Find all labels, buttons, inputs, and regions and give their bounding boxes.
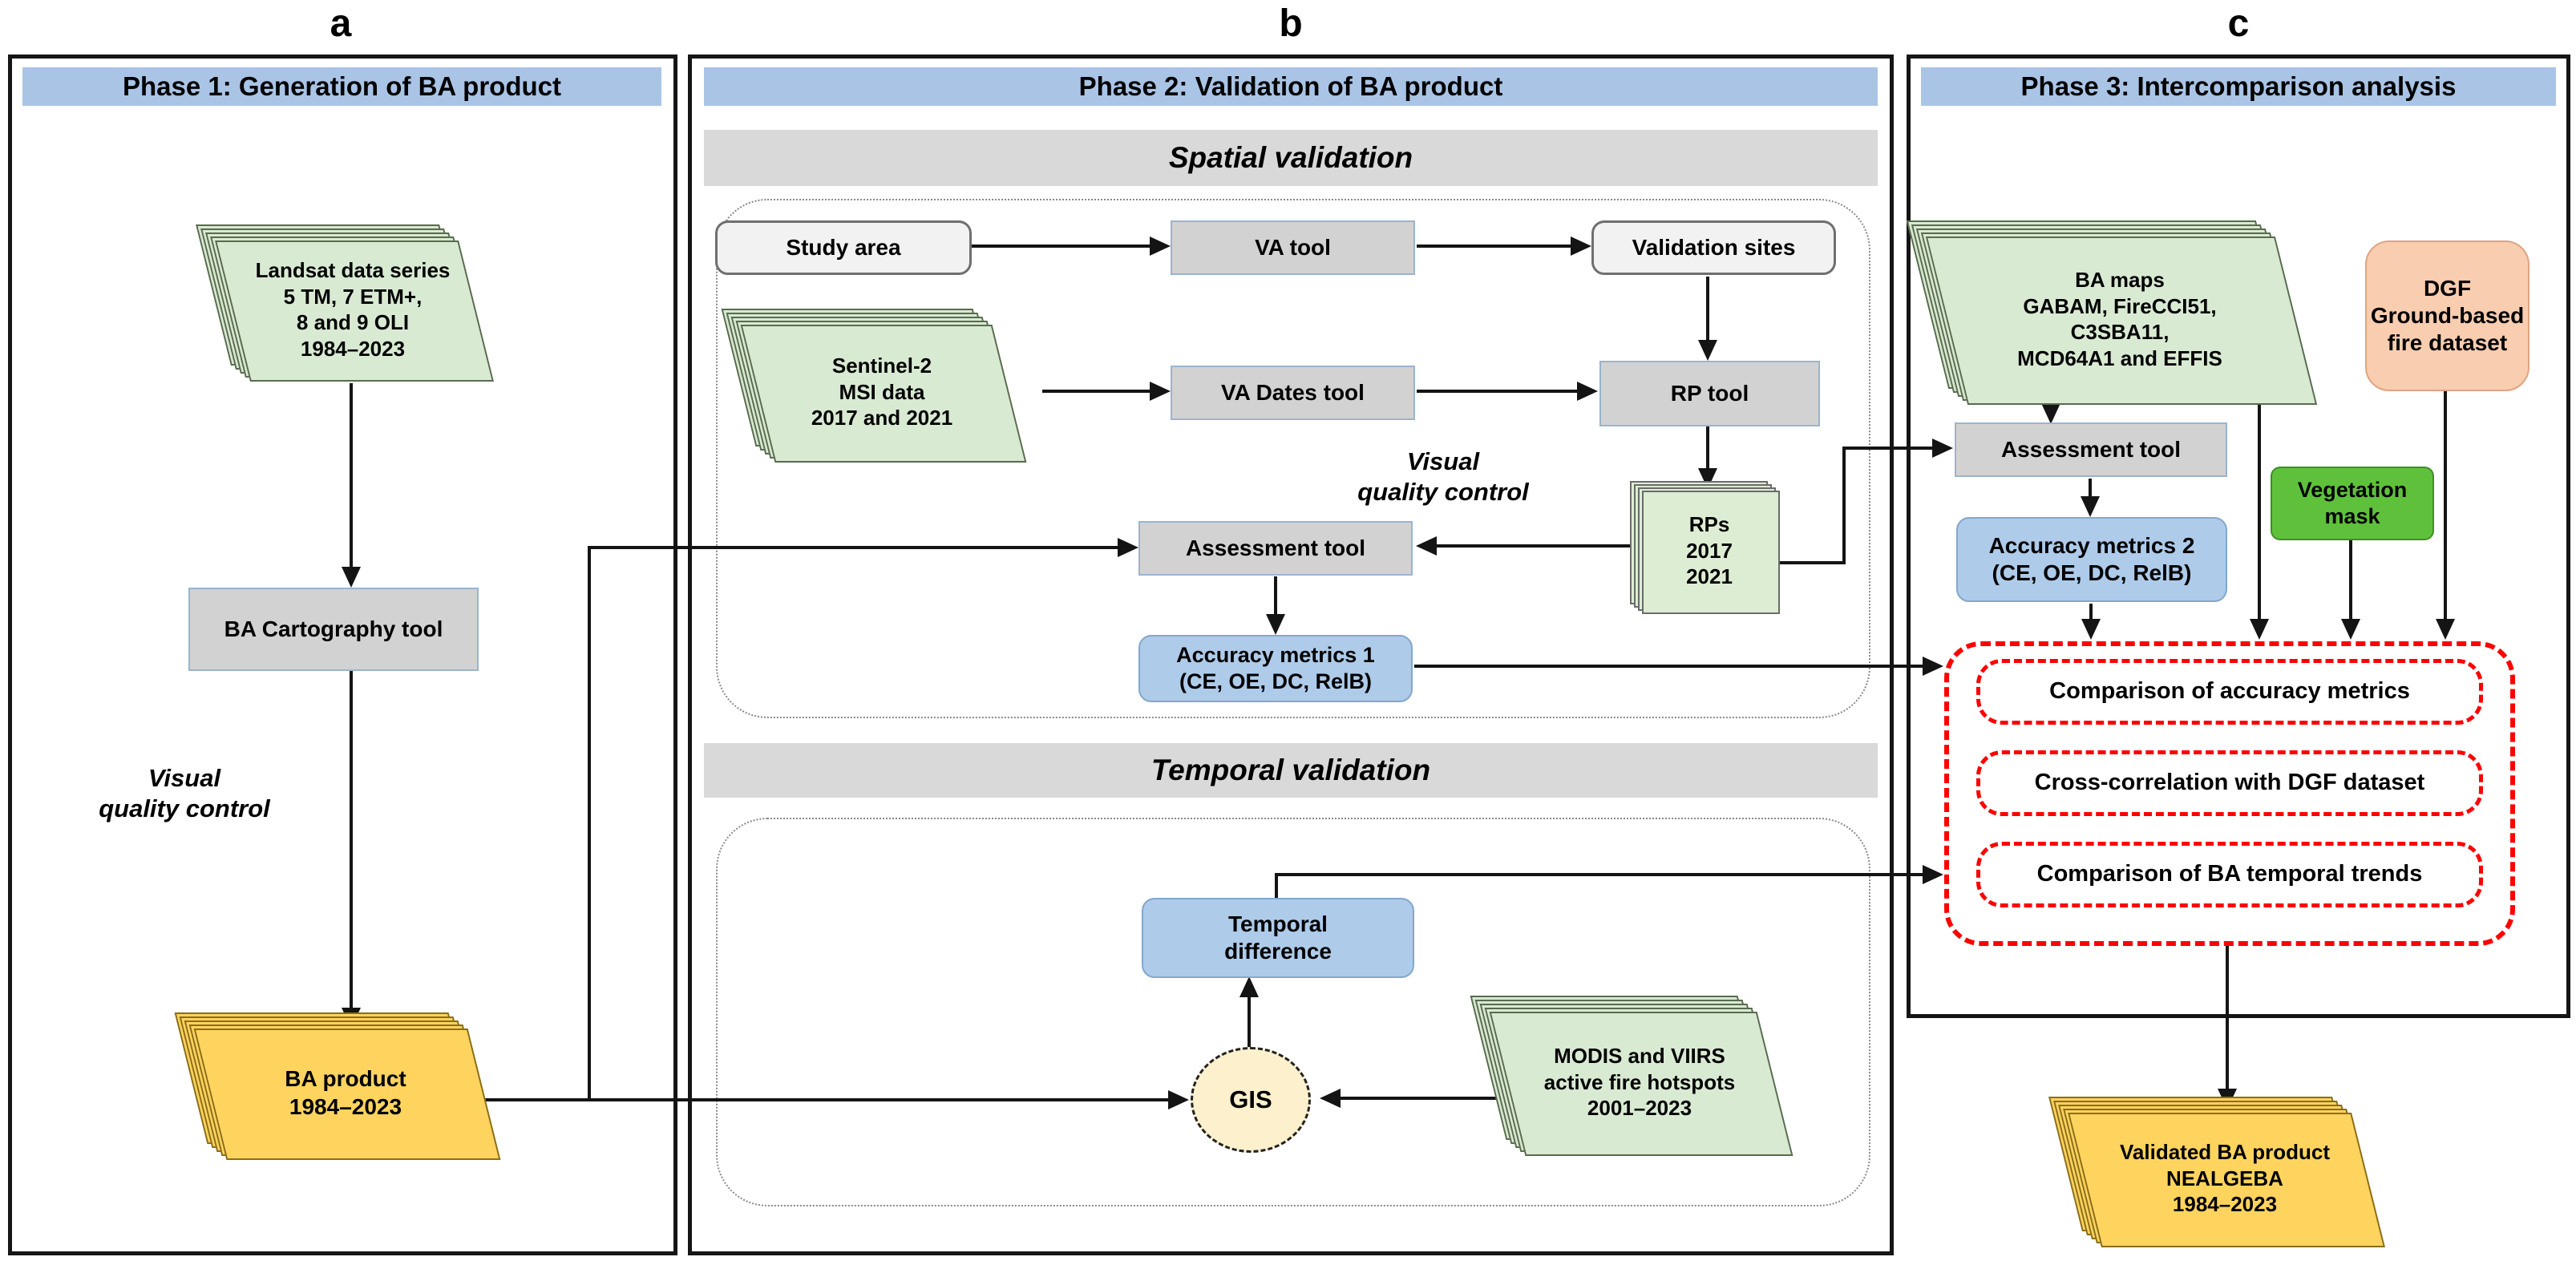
line-sentinel-to-vadates [1042, 390, 1150, 393]
arrow-into-assessment2-right [1416, 536, 1437, 556]
visual-quality-control-phase1: Visual quality control [99, 764, 270, 822]
arrow-into-accuracy1 [1266, 614, 1285, 635]
arrow-bamaps-into-redbox [2250, 619, 2269, 640]
comparison-group-box [1944, 641, 2515, 946]
phase1-header: Phase 1: Generation of BA product [22, 67, 661, 106]
line-studyarea-to-vatool [972, 245, 1150, 248]
landsat-data-label: Landsat data series 5 TM, 7 ETM+, 8 and … [255, 258, 451, 361]
line-gis-up [1248, 997, 1251, 1049]
arrow-into-vadates [1150, 382, 1171, 401]
figure-label-b: b [1279, 2, 1303, 45]
modis-stack: MODIS and VIIRS active fire hotspots 200… [1470, 996, 1793, 1156]
comparison-accuracy-metrics: Comparison of accuracy metrics [1976, 659, 2483, 725]
arrow-into-comparison-trends [1923, 865, 1943, 884]
arrow-into-tempdiff [1239, 976, 1259, 997]
line-dgf-to-redbox [2444, 391, 2447, 620]
modis-label: MODIS and VIIRS active fire hotspots 200… [1543, 1044, 1736, 1121]
line-branch-right [588, 546, 1118, 549]
phase3-header: Phase 3: Intercomparison analysis [1921, 67, 2556, 106]
rp-tool: RP tool [1599, 361, 1820, 426]
cross-correlation-dgf: Cross-correlation with DGF dataset [1976, 750, 2483, 816]
arrow-into-assessment3-left [1932, 438, 1953, 458]
line-branch-up [588, 546, 591, 1100]
arrow-into-vatool [1150, 236, 1171, 256]
arrow-cartography-to-baproduct-line [350, 671, 353, 1009]
vegetation-mask: Vegetation mask [2271, 467, 2434, 540]
line-validationsites-down [1706, 277, 1709, 340]
ba-product-stack: BA product 1984–2023 [174, 1012, 501, 1160]
line-rps-to-phase3 [1842, 447, 1932, 450]
line-rps-up [1842, 448, 1846, 564]
accuracy-metrics-1: Accuracy metrics 1 (CE, OE, DC, RelB) [1138, 635, 1413, 702]
dgf-dataset: DGF Ground-based fire dataset [2365, 240, 2529, 391]
line-tempdiff-up [1275, 875, 1278, 899]
arrow-into-assessment3-top [2041, 403, 2060, 424]
temporal-validation-outline [716, 818, 1870, 1206]
study-area: Study area [715, 220, 972, 275]
line-assessment2-down [1274, 576, 1277, 616]
arrow-landsat-to-cartography-line [350, 383, 353, 568]
sentinel-stack: Sentinel-2 MSI data 2017 and 2021 [721, 309, 1027, 463]
accuracy-metrics-2: Accuracy metrics 2 (CE, OE, DC, RelB) [1956, 517, 2227, 602]
line-vadates-to-rptool [1417, 390, 1577, 393]
visual-quality-control-phase2: Visual quality control [1357, 447, 1529, 506]
arrow-accuracy2-into-redbox [2081, 619, 2101, 640]
va-tool: VA tool [1171, 220, 1415, 275]
line-tempdiff-to-phase3 [1275, 873, 1923, 876]
ba-maps-label: BA maps GABAM, FireCCI51, C3SBA11, MCD64… [2017, 268, 2222, 370]
validation-sites: Validation sites [1591, 220, 1836, 275]
arrow-into-gis-right [1320, 1089, 1341, 1108]
ba-maps-stack: BA maps GABAM, FireCCI51, C3SBA11, MCD64… [1906, 220, 2318, 405]
arrow-accuracy1-into-redbox [1923, 657, 1943, 676]
va-dates-tool: VA Dates tool [1171, 366, 1415, 420]
assessment-tool-phase2: Assessment tool [1138, 521, 1413, 576]
rps-label: RPs 2017 2021 [1686, 512, 1733, 589]
line-assessment3-down [2089, 479, 2092, 498]
line-vatool-to-validationsites [1417, 245, 1571, 248]
line-modis-to-gis [1341, 1097, 1506, 1100]
arrow-into-validationsites [1571, 236, 1591, 256]
arrow-landsat-to-cartography-head [342, 567, 361, 588]
ba-cartography-tool: BA Cartography tool [188, 588, 479, 671]
temporal-validation-bar: Temporal validation [704, 743, 1878, 798]
gis-node: GIS [1191, 1047, 1311, 1153]
line-rps-right [1778, 561, 1846, 564]
line-accuracy1-to-phase3 [1414, 665, 1923, 668]
sentinel-label: Sentinel-2 MSI data 2017 and 2021 [811, 354, 953, 430]
line-rptool-down [1706, 426, 1709, 468]
line-rps-to-assessment2 [1437, 544, 1639, 548]
temporal-difference: Temporal difference [1142, 898, 1414, 978]
figure-label-a: a [330, 2, 352, 45]
arrow-dgf-into-redbox [2436, 619, 2455, 640]
spatial-validation-bar: Spatial validation [704, 130, 1878, 186]
stack-sheet [1642, 491, 1780, 614]
figure-label-c: c [2227, 2, 2250, 45]
validated-ba-product-stack: Validated BA product NEALGEBA 1984–2023 [2048, 1097, 2385, 1247]
arrow-vegmask-into-redbox [2341, 619, 2360, 640]
arrow-into-rptool [1577, 382, 1598, 401]
line-baproduct-to-gis [481, 1098, 1168, 1101]
assessment-tool-phase3: Assessment tool [1955, 422, 2227, 477]
validated-ba-product-label: Validated BA product NEALGEBA 1984–2023 [2120, 1140, 2330, 1217]
rps-stack: RPs 2017 2021 [1630, 481, 1780, 614]
line-redbox-to-validated [2226, 946, 2229, 1090]
line-accuracy2-down [2089, 604, 2093, 620]
arrow-into-assessment2-left [1118, 538, 1138, 557]
arrow-into-gis-left [1168, 1090, 1189, 1109]
landsat-data-stack: Landsat data series 5 TM, 7 ETM+, 8 and … [196, 224, 494, 382]
phase2-header: Phase 2: Validation of BA product [704, 67, 1878, 106]
line-bamaps-to-redbox [2258, 398, 2261, 620]
comparison-ba-temporal-trends: Comparison of BA temporal trends [1976, 842, 2483, 907]
ba-product-label: BA product 1984–2023 [285, 1066, 406, 1119]
spatial-validation-outline [716, 199, 1870, 718]
line-vegmask-to-redbox [2349, 540, 2352, 620]
arrow-into-rptool-top [1698, 340, 1717, 361]
arrow-into-accuracy2 [2081, 496, 2100, 517]
